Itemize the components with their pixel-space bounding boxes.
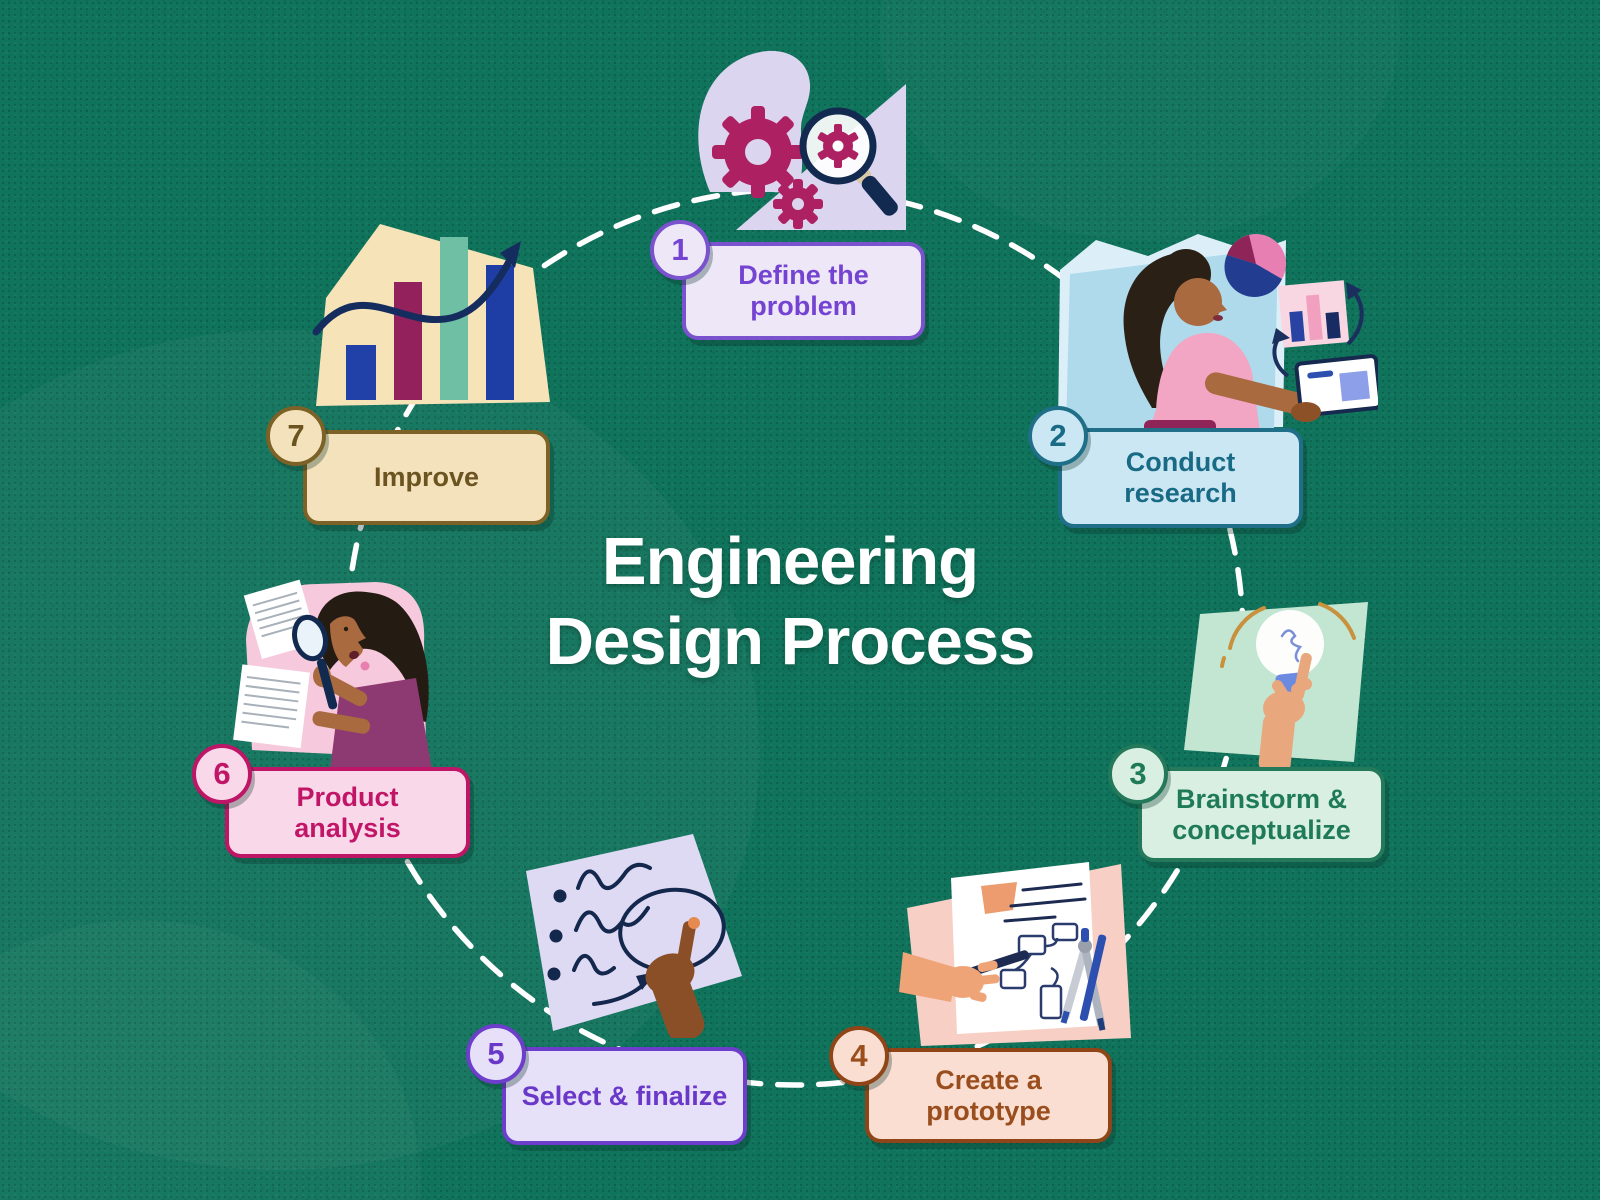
step-label-define-the-problem: Define the problem (682, 242, 925, 340)
gear-icon (712, 106, 804, 198)
step-number: 2 (1049, 418, 1067, 453)
gear-in-lens (817, 124, 859, 168)
analyst-figure (312, 591, 432, 770)
researcher-figure (1123, 249, 1305, 436)
step-number: 7 (287, 418, 305, 453)
step-label-text: Conduct research (1124, 447, 1237, 508)
earring (360, 661, 370, 671)
step-label-text: Brainstorm & conceptualize (1172, 783, 1351, 845)
step-label-text: Create a prototype (926, 1064, 1051, 1126)
step-number: 5 (487, 1036, 505, 1071)
arm (312, 711, 371, 734)
step-number-badge: 1 (650, 220, 710, 280)
pointing-hand-icon (645, 917, 705, 1038)
small-gear-icon (773, 179, 823, 229)
paper (951, 862, 1097, 1034)
paper-snippet (981, 882, 1017, 914)
step4-illustration (899, 862, 1131, 1046)
hand-figure (899, 952, 1000, 1002)
step-label-select-finalize: Select & finalize (502, 1047, 747, 1145)
step-number: 4 (850, 1038, 868, 1073)
spark-arcs (1220, 602, 1356, 668)
step-number-badge: 4 (829, 1026, 889, 1086)
step-label-text: Product analysis (294, 781, 401, 843)
step-number-badge: 6 (192, 744, 252, 804)
step-label-product-analysis: Product analysis (225, 767, 470, 858)
step2-illustration (1058, 234, 1378, 436)
title-line-1: Engineering (601, 524, 979, 599)
pink-top (1148, 333, 1260, 432)
step-number: 1 (671, 232, 689, 267)
page-title: Engineering Design Process (400, 522, 1180, 683)
magnifier-icon (292, 614, 338, 710)
step7-illustration (312, 224, 550, 406)
pencil-icon (1079, 934, 1107, 1021)
hand (1291, 402, 1321, 422)
bar-chart-icon (346, 237, 514, 400)
bullet-dots (547, 889, 567, 981)
flowchart-sketch (999, 922, 1079, 1020)
face (1174, 278, 1222, 326)
step-number-badge: 7 (266, 406, 326, 466)
step-number-badge: 5 (466, 1024, 526, 1084)
title-line-2: Design Process (545, 604, 1036, 680)
arm (1205, 372, 1305, 414)
tablet-icon (1294, 354, 1378, 418)
text-lines (1003, 882, 1087, 923)
hand-figure (1258, 652, 1312, 767)
step-number: 6 (213, 756, 231, 791)
step5-illustration (526, 834, 742, 1038)
step-label-brainstorm-conceptualize: Brainstorm & conceptualize (1138, 767, 1385, 862)
step-label-text: Improve (373, 462, 480, 493)
step6-illustration (233, 579, 432, 770)
step-label-text: Select & finalize (521, 1080, 728, 1111)
step-label-text: Define the problem (738, 260, 869, 321)
step-number-badge: 2 (1028, 406, 1088, 466)
step1-illustration (698, 50, 906, 230)
step-number: 3 (1129, 756, 1147, 791)
bar-chart-card (1278, 280, 1350, 348)
step-label-create-a-prototype: Create a prototype (865, 1048, 1112, 1143)
step3-illustration (1184, 602, 1368, 767)
pie-chart-icon (1224, 234, 1286, 298)
growth-arrow-icon (312, 241, 521, 336)
step-label-improve: Improve (303, 430, 550, 525)
magnifier-icon (799, 107, 898, 216)
step-label-conduct-research: Conduct research (1058, 428, 1303, 528)
step-number-badge: 3 (1108, 744, 1168, 804)
